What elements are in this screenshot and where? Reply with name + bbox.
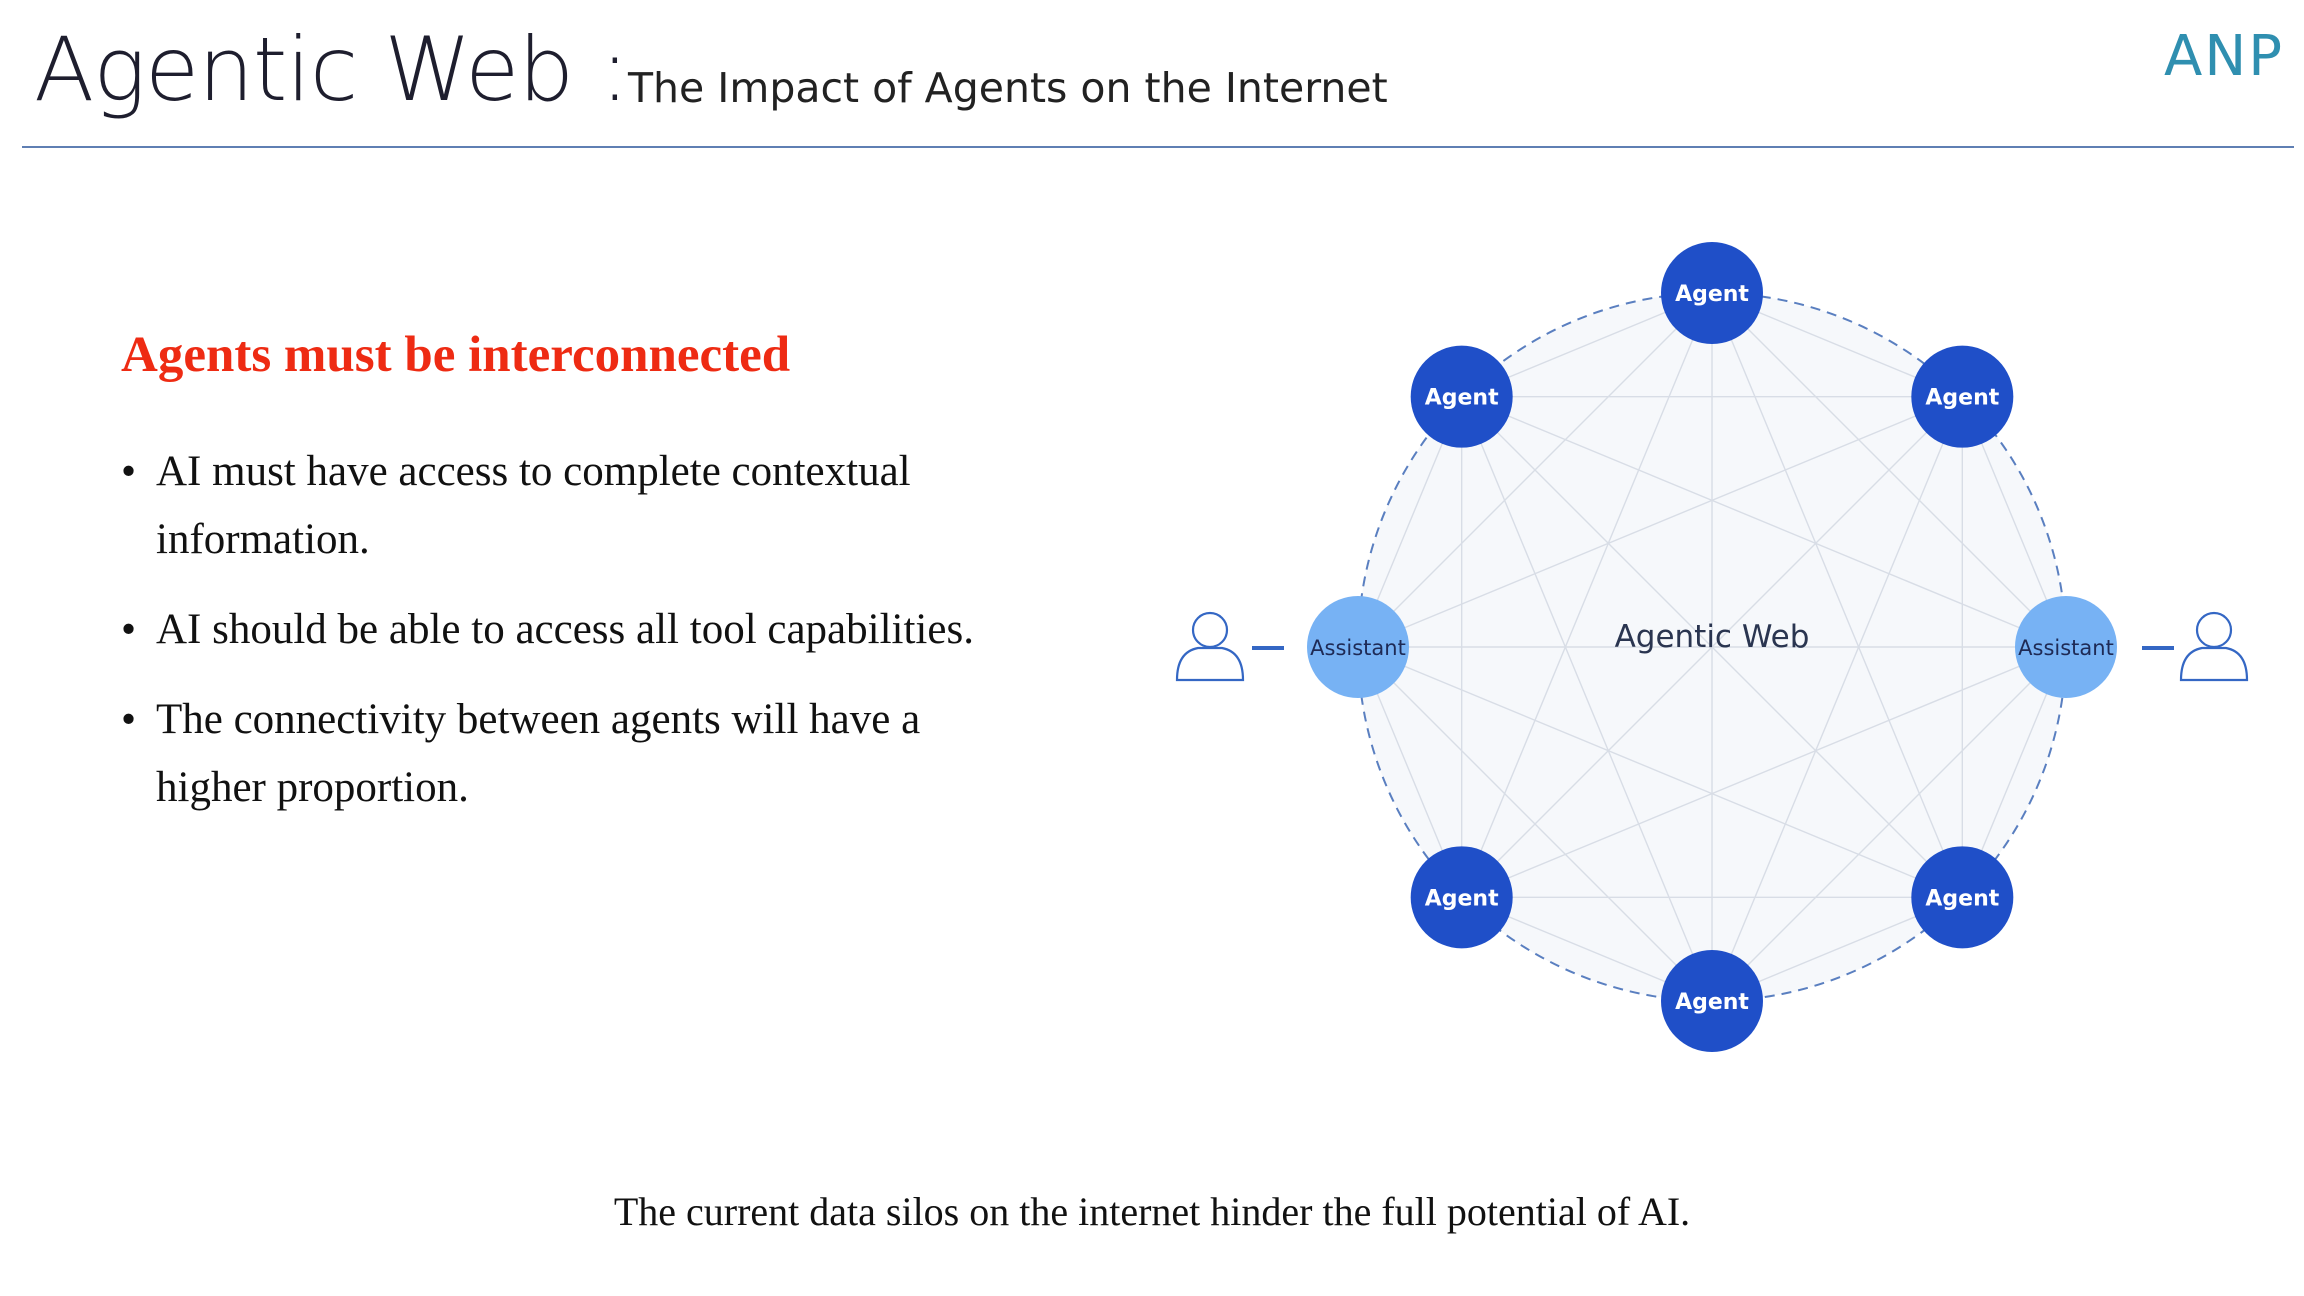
agent-node: Agent [1911, 846, 2014, 949]
agent-circle [1911, 345, 2014, 448]
page-subtitle: The Impact of Agents on the Internet [628, 64, 1388, 112]
bullet-list: • AI must have access to complete context… [121, 438, 981, 844]
bullet-dot-icon: • [121, 448, 137, 495]
agent-label: Agent [1425, 886, 1499, 911]
mesh-line [1461, 646, 2067, 898]
page-title: Agentic Web : [34, 18, 630, 121]
agent-circle [1410, 846, 1513, 949]
bullet-dot-icon: • [121, 696, 137, 743]
agent-circle [1661, 950, 1763, 1052]
user-icon [1175, 611, 1245, 682]
agent-circle [1661, 242, 1763, 344]
header-divider [22, 146, 2294, 148]
assistant-circle [2015, 596, 2117, 698]
mesh-line [1461, 396, 1963, 898]
agent-circle [1911, 846, 2014, 949]
bullet-text: AI should be able to access all tool cap… [156, 606, 974, 653]
user-group [1175, 611, 2249, 682]
mesh-line [1461, 396, 1713, 1002]
agent-circle [1410, 345, 1513, 448]
bullet-item: • AI must have access to complete context… [121, 438, 981, 574]
footer-caption: The current data silos on the internet h… [613, 1189, 1691, 1234]
agent-node: Agent [1410, 846, 1513, 949]
agent-label: Agent [1925, 386, 1999, 411]
agent-label: Agent [1425, 386, 1499, 411]
assistant-node: Assistant [1307, 596, 1409, 698]
bullet-text: The connectivity between agents will hav… [156, 696, 921, 811]
mesh-line [1711, 292, 1963, 898]
bullet-dot-icon: • [121, 606, 137, 653]
agentic-web-diagram: AgentAgentAssistantAgentAgentAgentAssist… [1175, 242, 2249, 1052]
bullet-text: AI must have access to complete contextu… [156, 448, 911, 563]
anp-logo: ANP [2164, 24, 2284, 89]
mesh-line [1711, 396, 1963, 1002]
section-heading: Agents must be interconnected [121, 327, 791, 383]
mesh-line [1461, 396, 2067, 648]
mesh-line [1357, 646, 1713, 1002]
agent-label: Agent [1925, 886, 1999, 911]
mesh-line [1357, 646, 1963, 898]
assistant-node: Assistant [2015, 596, 2117, 698]
bullet-item: • AI should be able to access all tool ca… [121, 596, 981, 664]
mesh-line [1357, 396, 1963, 648]
agent-label: Agent [1675, 282, 1749, 307]
mesh-line [1461, 292, 1713, 898]
agent-label: Agent [1675, 990, 1749, 1015]
agent-node: Agent [1410, 345, 1513, 448]
diagram-center-label: Agentic Web [1615, 619, 1810, 655]
assistant-label: Assistant [2018, 636, 2114, 660]
node-group: AgentAgentAssistantAgentAgentAgentAssist… [1307, 242, 2117, 1052]
assistant-circle [1307, 596, 1409, 698]
agent-node: Agent [1661, 950, 1763, 1052]
bullet-item: • The connectivity between agents will ha… [121, 686, 981, 822]
agent-node: Agent [1911, 345, 2014, 448]
agent-node: Agent [1661, 242, 1763, 344]
assistant-label: Assistant [1310, 636, 1406, 660]
user-icon [2179, 611, 2249, 682]
